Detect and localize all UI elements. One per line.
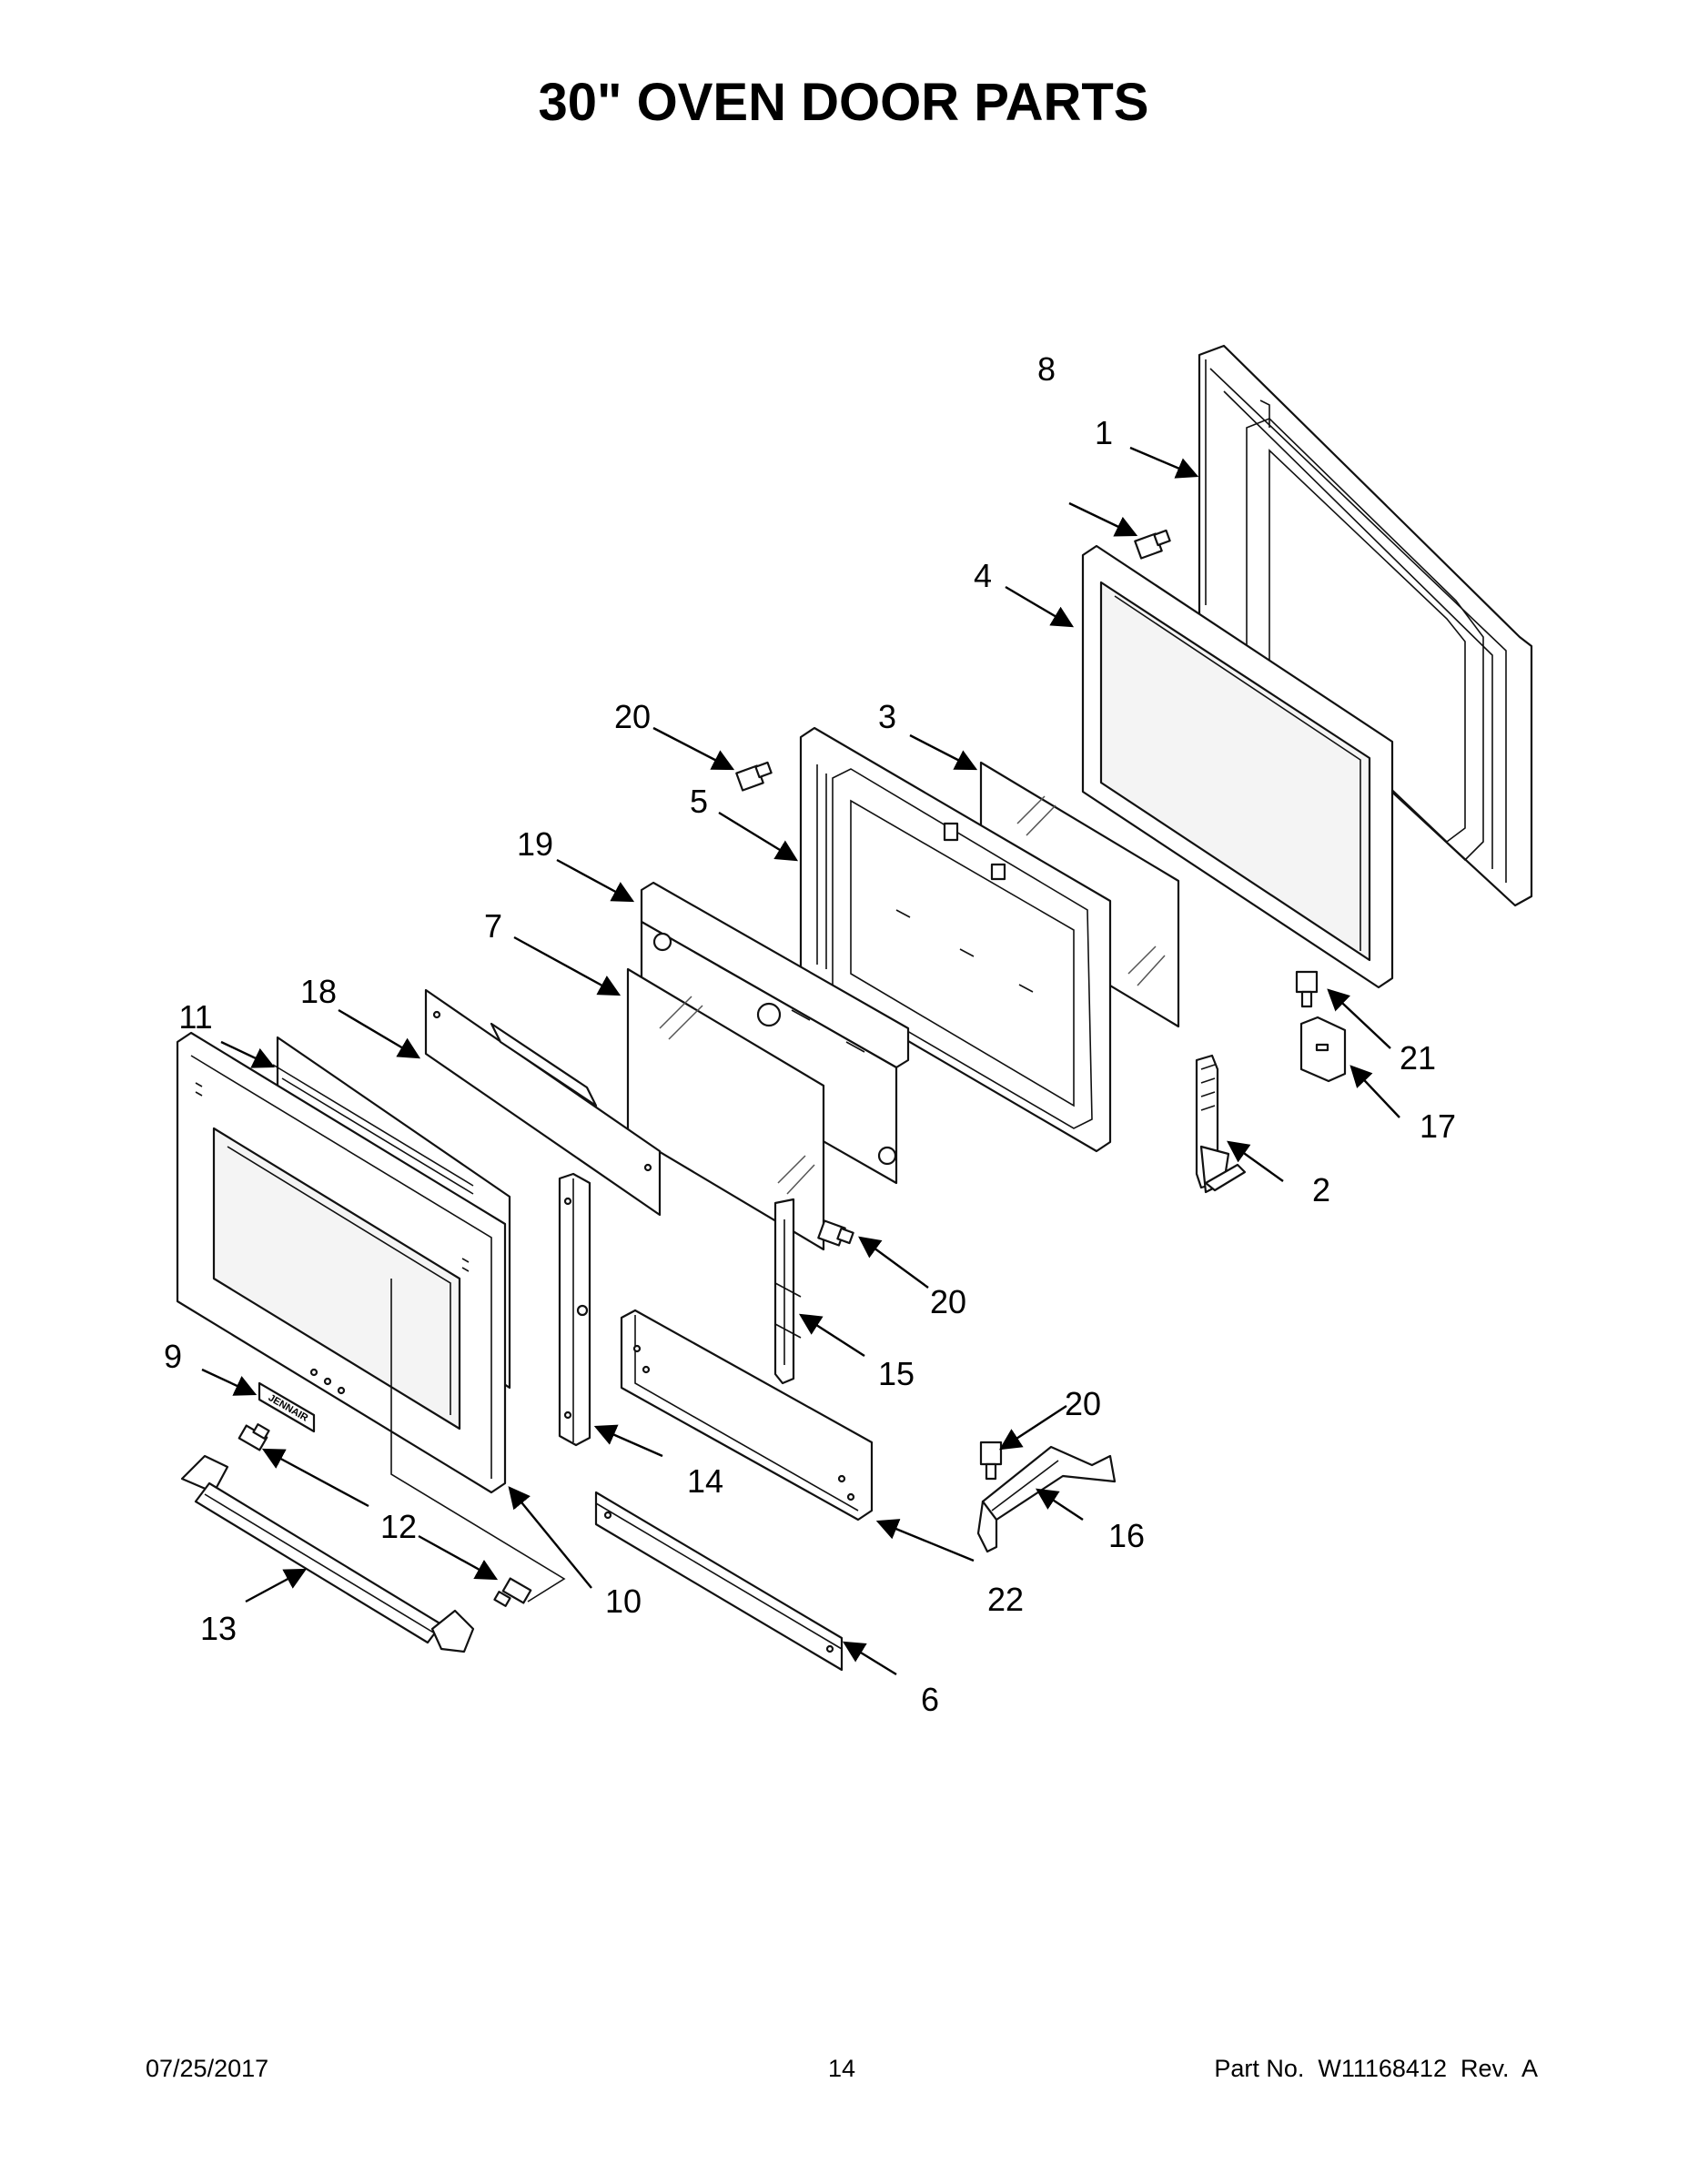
part-13-door-handle [180, 1454, 475, 1653]
callout-8: 8 [1037, 350, 1056, 388]
part-12-handle-screw-top [238, 1423, 270, 1451]
part-22-bottom-channel [620, 1309, 874, 1522]
callout-4: 4 [974, 557, 992, 594]
callout-15: 15 [878, 1355, 915, 1392]
part-20-screw-middle [817, 1219, 854, 1247]
part-20-screw-lower [979, 1441, 1003, 1481]
callout-10: 10 [605, 1582, 642, 1620]
part-7-middle-glass [626, 967, 825, 1251]
footer-part-number: Part No. W11168412 Rev. A [1214, 2055, 1538, 2082]
part-18-reinforcement [424, 988, 662, 1217]
part-14-side-channel [558, 1172, 591, 1447]
callout-3: 3 [878, 698, 896, 735]
part-16-lower-bracket [976, 1445, 1117, 1553]
callout-2: 2 [1312, 1171, 1330, 1208]
callout-21: 21 [1400, 1039, 1436, 1077]
callout-18: 18 [300, 973, 337, 1010]
callout-1: 1 [1095, 414, 1113, 451]
callout-17: 17 [1420, 1107, 1456, 1145]
part-10-outer-door [176, 1031, 507, 1494]
part-9-logo-badge: JENNAIR [258, 1381, 316, 1433]
footer-date: 07/25/2017 [146, 2055, 268, 2082]
callout-20-middle: 20 [930, 1283, 966, 1320]
callout-14: 14 [687, 1462, 723, 1500]
callout-11: 11 [178, 998, 212, 1036]
part-15-hinge-receptacle [773, 1198, 802, 1385]
part-4-door-frame [1081, 544, 1394, 989]
callout-16: 16 [1108, 1517, 1145, 1554]
callout-12: 12 [380, 1508, 417, 1545]
part-6-vent-plate [594, 1491, 844, 1672]
part-1-inner-door-panel [1198, 344, 1533, 907]
part-2-hinge [1195, 1054, 1247, 1194]
callout-13: 13 [200, 1610, 237, 1647]
callout-19: 19 [517, 825, 553, 863]
page-title: 30" OVEN DOOR PARTS [539, 73, 1149, 132]
part-17-bracket [1299, 1016, 1347, 1083]
callout-20-upper: 20 [614, 698, 651, 735]
callout-6: 6 [921, 1681, 939, 1718]
callout-7: 7 [484, 907, 502, 945]
callout-5: 5 [690, 783, 708, 820]
part-8-screw [1134, 529, 1171, 560]
part-20-screw-upper [735, 761, 773, 792]
part-12-handle-screw-bottom [493, 1577, 532, 1607]
leader-lines [201, 446, 1400, 1676]
reference-line [390, 1279, 566, 1603]
part-21-screw [1295, 970, 1319, 1008]
callout-20-lower: 20 [1065, 1385, 1101, 1422]
callout-22: 22 [987, 1581, 1024, 1618]
callout-9: 9 [164, 1338, 182, 1375]
footer-page-number: 14 [828, 2055, 855, 2082]
